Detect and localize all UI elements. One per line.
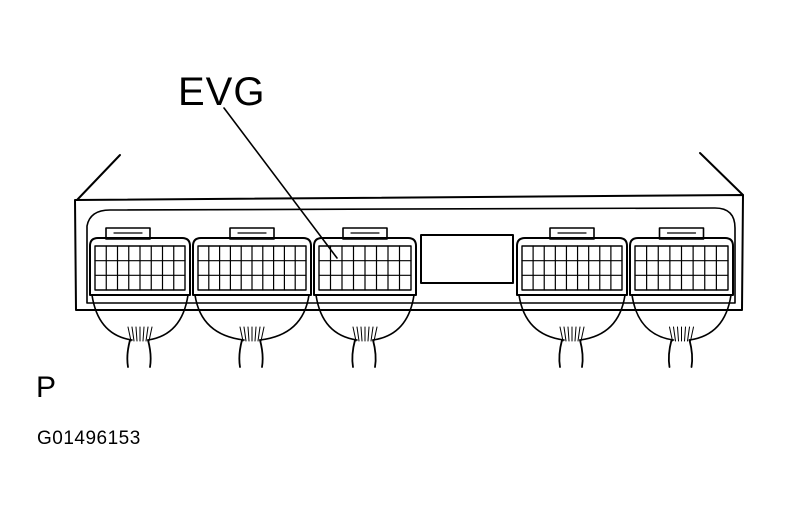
callout-label: EVG: [178, 70, 266, 114]
connector-body: [192, 237, 312, 296]
harness-hood: [194, 294, 310, 341]
wire-strand: [684, 326, 686, 342]
wire-strand: [135, 326, 138, 342]
connector-row: [89, 227, 734, 368]
center-panel: [420, 234, 514, 284]
connector-body: [629, 237, 734, 296]
wire-strand: [563, 326, 567, 342]
connector-latch: [549, 227, 595, 240]
connector-3: [313, 227, 417, 368]
connector-latch: [658, 227, 705, 240]
connector-latch: [229, 227, 275, 240]
wire-strand: [257, 326, 261, 342]
wire-bundle: [126, 339, 152, 368]
connector-body: [89, 237, 191, 296]
connector-body: [313, 237, 417, 296]
wire-strand: [356, 326, 360, 342]
wire-strand: [247, 326, 250, 342]
ecu-inner-frame: [86, 207, 736, 304]
wire-strand: [577, 326, 581, 342]
wire-strand: [559, 326, 564, 342]
figure-code: G01496153: [37, 428, 141, 449]
wire-bundle: [238, 339, 264, 368]
wire-strand: [254, 326, 257, 342]
connector-body: [516, 237, 628, 296]
wire-strand: [370, 326, 374, 342]
connector-5: [629, 227, 734, 368]
wire-strand: [373, 326, 378, 342]
wire-strand: [260, 326, 265, 342]
wire-strand: [239, 326, 244, 342]
view-letter: P: [36, 371, 57, 404]
connector-latch: [342, 227, 388, 240]
ecu-housing: [74, 194, 744, 311]
wire-strand: [131, 326, 135, 342]
wire-strand: [669, 326, 673, 342]
connector-4: [516, 227, 628, 368]
wire-strand: [148, 326, 153, 342]
wire-strand: [673, 326, 676, 342]
wire-strand: [690, 326, 694, 342]
wire-bundle: [351, 339, 377, 368]
harness-hood: [631, 294, 732, 341]
wire-strand: [142, 326, 145, 342]
callout-leader-line: [223, 107, 338, 259]
wire-strand: [145, 326, 149, 342]
ecu-body-left-edge: [76, 154, 121, 201]
wire-strand: [567, 326, 570, 342]
wire-strand: [580, 326, 585, 342]
wire-strand: [360, 326, 363, 342]
wire-strand: [352, 326, 357, 342]
wire-strand: [243, 326, 247, 342]
wire-strand: [677, 326, 679, 342]
pin-grid: [521, 245, 623, 291]
wire-strand: [687, 326, 690, 342]
ecu-body-right-edge: [699, 152, 744, 196]
harness-hood: [315, 294, 415, 341]
wire-bundle: [558, 339, 584, 368]
connector-1: [89, 227, 191, 368]
wire-strand: [367, 326, 370, 342]
harness-hood: [518, 294, 626, 341]
wire-strand: [574, 326, 577, 342]
wire-strand: [127, 326, 132, 342]
connector-latch: [105, 227, 151, 240]
wire-bundle: [667, 339, 694, 368]
connector-2: [192, 227, 312, 368]
harness-hood: [91, 294, 189, 341]
